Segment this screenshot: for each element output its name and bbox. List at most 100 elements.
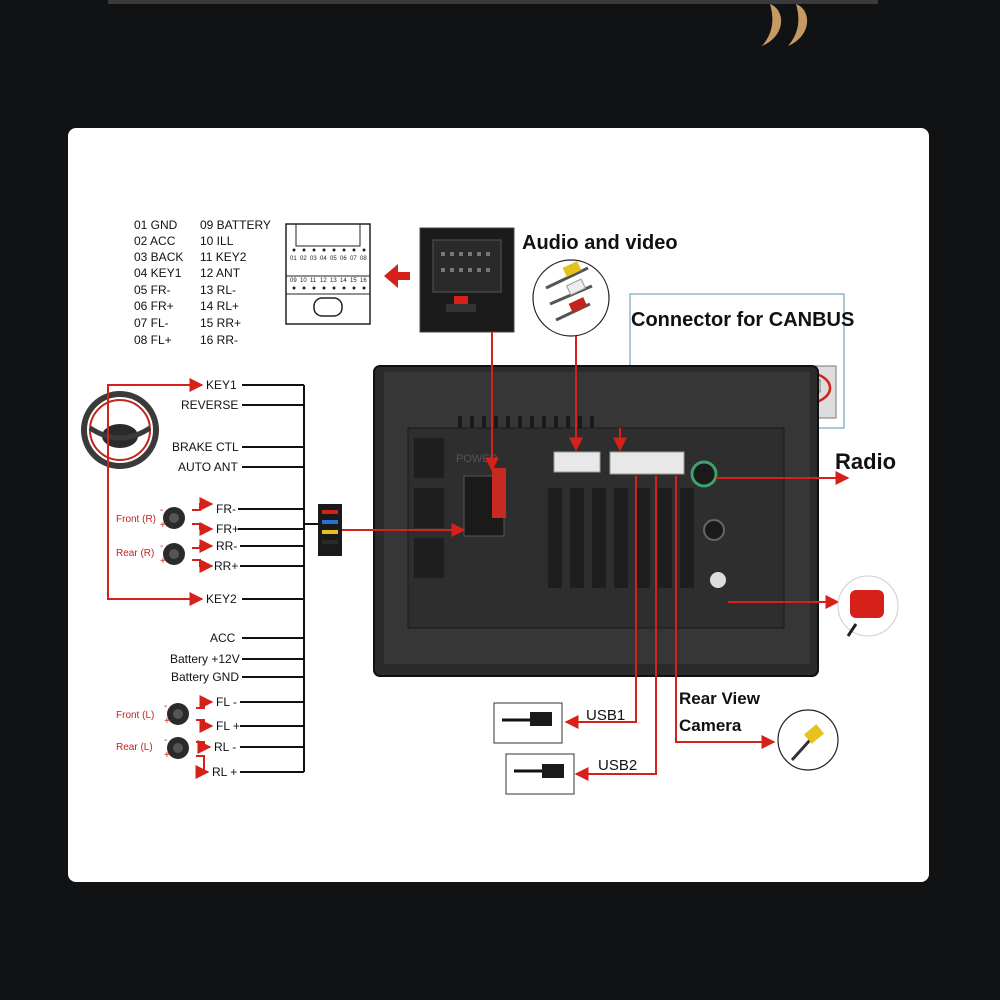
speaker-minus: - [160, 541, 163, 552]
connector-arrow-icon [384, 264, 410, 288]
speaker-minus: - [160, 505, 163, 516]
av-socket [553, 451, 601, 473]
connector-pin-number: 07 [350, 256, 357, 262]
pin-10: 10 ILL [200, 234, 234, 248]
usb1-cable-icon [493, 702, 563, 744]
connector-pin-dot [312, 286, 316, 290]
harness-reverse: REVERSE [181, 398, 238, 412]
harness-key2: KEY2 [206, 592, 237, 606]
speaker-front-l-label: Front (L) [116, 710, 154, 721]
speaker-plus: + [160, 556, 166, 567]
connector-pin-dot [342, 286, 346, 290]
connector-pin-dot [292, 286, 296, 290]
pin-14: 14 RL+ [200, 299, 239, 313]
audio-video-label: Audio and video [522, 232, 678, 254]
connector-pin-dot [332, 248, 336, 252]
camera-rca-icon [777, 709, 839, 771]
pin-05: 05 FR- [134, 283, 171, 297]
connector-pin-dot [352, 286, 356, 290]
speaker-front-r-label: Front (R) [116, 514, 156, 525]
pin-03: 03 BACK [134, 250, 183, 264]
connector-pin-number: 02 [300, 256, 307, 262]
connector-pin-number: 06 [340, 256, 347, 262]
connector-pin-dot [302, 286, 306, 290]
harness-plug-icon [318, 504, 342, 556]
connector-pin-dot [332, 286, 336, 290]
quote-logo-icon [762, 4, 808, 46]
pin-13: 13 RL- [200, 283, 236, 297]
harness-key1: KEY1 [206, 378, 237, 392]
connector-pin-number: 15 [350, 278, 357, 284]
wiring-diagram: 01 GND 02 ACC 03 BACK 04 KEY1 05 FR- 06 … [81, 218, 899, 795]
pinout-table: 01 GND 02 ACC 03 BACK 04 KEY1 05 FR- 06 … [134, 218, 271, 347]
connector-pin-number: 01 [290, 256, 297, 262]
pin-11: 11 KEY2 [200, 250, 247, 264]
harness-fl-minus: FL - [216, 695, 237, 709]
top-divider [108, 0, 878, 4]
connector-pin-number: 10 [300, 278, 307, 284]
harness-battery12: Battery +12V [170, 652, 240, 666]
pin-01: 01 GND [134, 218, 178, 232]
red-arrows [107, 332, 850, 781]
connector-pin-number: 03 [310, 256, 317, 262]
connector-pin-number: 16 [360, 278, 367, 284]
connector-pin-number: 04 [320, 256, 327, 262]
harness-rr-minus: RR- [216, 539, 237, 553]
harness-labels: KEY1 REVERSE BRAKE CTL AUTO ANT FR- FR+ … [170, 378, 240, 779]
red-button-icon [837, 575, 899, 637]
pin-04: 04 KEY1 [134, 266, 182, 280]
steering-wheel-icon [81, 391, 159, 469]
pin-07: 07 FL- [134, 316, 169, 330]
speaker-rear-r-label: Rear (R) [116, 548, 154, 559]
harness-battery-gnd: Battery GND [171, 670, 239, 684]
connector-pin-number: 11 [310, 278, 317, 284]
pin-15: 15 RR+ [200, 316, 241, 330]
diagram-card: 01 GND 02 ACC 03 BACK 04 KEY1 05 FR- 06 … [68, 128, 929, 882]
pin-16: 16 RR- [200, 333, 238, 347]
speaker-minus: - [164, 735, 167, 746]
harness-rr-plus: RR+ [214, 559, 238, 573]
radio-label: Radio [835, 449, 896, 474]
connector-pin-dot [322, 286, 326, 290]
speaker-rear-l-label: Rear (L) [116, 742, 153, 753]
canbus-label: Connector for CANBUS [631, 309, 854, 331]
pin-06: 06 FR+ [134, 299, 174, 313]
pin-09: 09 BATTERY [200, 218, 271, 232]
harness-auto-ant: AUTO ANT [178, 460, 238, 474]
connector-pin-dot [342, 248, 346, 252]
connector-pin-dot [352, 248, 356, 252]
connector-pin-dot [292, 248, 296, 252]
usb2-cable-icon [505, 753, 575, 795]
usb2-label: USB2 [598, 757, 637, 774]
connector-pin-dot [362, 248, 366, 252]
head-unit: POWER [373, 365, 819, 677]
canbus-socket [609, 451, 685, 475]
usb1-label: USB1 [586, 707, 625, 724]
harness-fr-minus: FR- [216, 502, 236, 516]
pin-02: 02 ACC [134, 234, 176, 248]
harness-fl-plus: FL + [216, 719, 240, 733]
rca-cable-icon [532, 259, 610, 337]
connector-pin-dot [302, 248, 306, 252]
rear-view-label-1: Rear View [679, 689, 761, 708]
pin-08: 08 FL+ [134, 333, 172, 347]
connector-pin-number: 05 [330, 256, 337, 262]
connector-pin-number: 12 [320, 278, 327, 284]
speaker-plus: + [164, 750, 170, 761]
speaker-plus: + [164, 716, 170, 727]
connector-pin-number: 08 [360, 256, 367, 262]
connector-pin-number: 14 [340, 278, 347, 284]
speaker-minus: - [164, 701, 167, 712]
connector-pin-number: 09 [290, 278, 297, 284]
connector-pin-number: 13 [330, 278, 337, 284]
rear-view-label-2: Camera [679, 716, 742, 735]
harness-rl-plus: RL + [212, 765, 237, 779]
power-connector-photo [419, 227, 515, 333]
speakers: Front (R) Rear (R) Front (L) Rear (L) - … [116, 505, 189, 761]
harness-wires [238, 384, 318, 773]
connector-pin-dot [362, 286, 366, 290]
harness-rl-minus: RL - [214, 740, 236, 754]
connector-pin-dot [322, 248, 326, 252]
harness-fr-plus: FR+ [216, 522, 239, 536]
